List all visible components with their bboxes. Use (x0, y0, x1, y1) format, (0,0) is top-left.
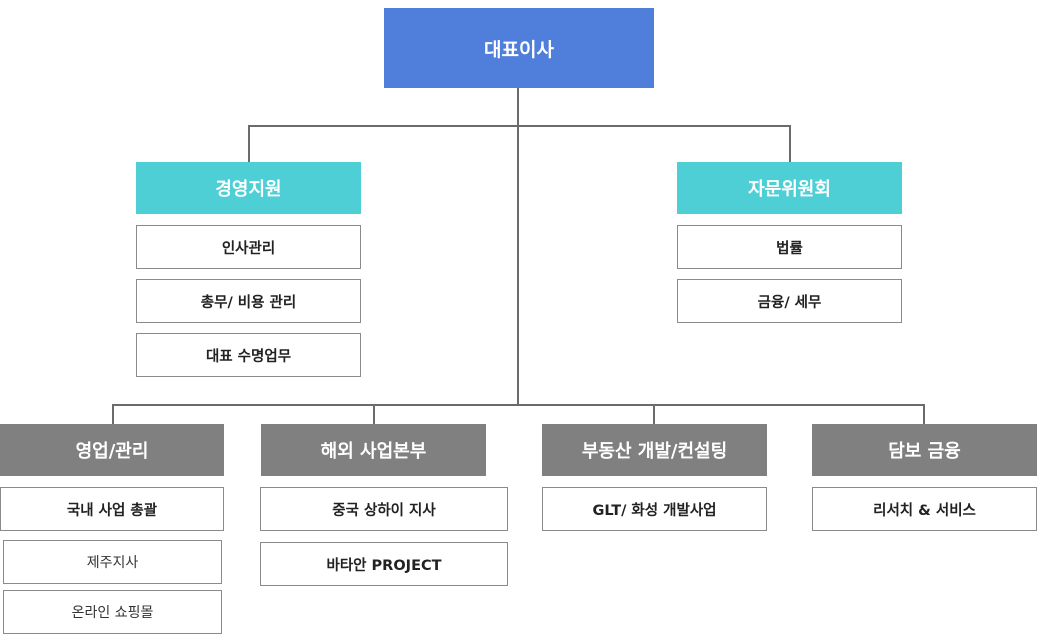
division-3-drop-line (653, 404, 655, 424)
division-sales-header: 영업/관리 (0, 424, 224, 476)
staff-horizontal-line (248, 125, 791, 127)
division-overseas-header: 해외 사업본부 (261, 424, 486, 476)
division-real-estate-header: 부동산 개발/컨설팅 (542, 424, 767, 476)
hr-management-box: 인사관리 (136, 225, 361, 269)
shanghai-branch-box: 중국 상하이 지사 (260, 487, 508, 531)
ceo-trunk-line (517, 88, 519, 405)
domestic-business-box: 국내 사업 총괄 (0, 487, 224, 531)
ceo-tasks-box: 대표 수명업무 (136, 333, 361, 377)
bataan-project-box: 바타안 PROJECT (260, 542, 508, 586)
division-secured-finance-header: 담보 금융 (812, 424, 1037, 476)
ceo-box: 대표이사 (384, 8, 654, 88)
right-staff-drop-line (789, 125, 791, 162)
division-4-drop-line (923, 404, 925, 424)
division-horizontal-line (112, 404, 925, 406)
finance-tax-box: 금융/ 세무 (677, 279, 902, 323)
division-1-drop-line (112, 404, 114, 424)
management-support-header: 경영지원 (136, 162, 361, 214)
research-service-box: 리서치 & 서비스 (812, 487, 1037, 531)
general-affairs-box: 총무/ 비용 관리 (136, 279, 361, 323)
glt-hwaseong-box: GLT/ 화성 개발사업 (542, 487, 767, 531)
advisory-committee-header: 자문위원회 (677, 162, 902, 214)
division-2-drop-line (373, 404, 375, 424)
legal-box: 법률 (677, 225, 902, 269)
online-mall-box: 온라인 쇼핑몰 (3, 590, 222, 634)
jeju-branch-box: 제주지사 (3, 540, 222, 584)
left-staff-drop-line (248, 125, 250, 162)
